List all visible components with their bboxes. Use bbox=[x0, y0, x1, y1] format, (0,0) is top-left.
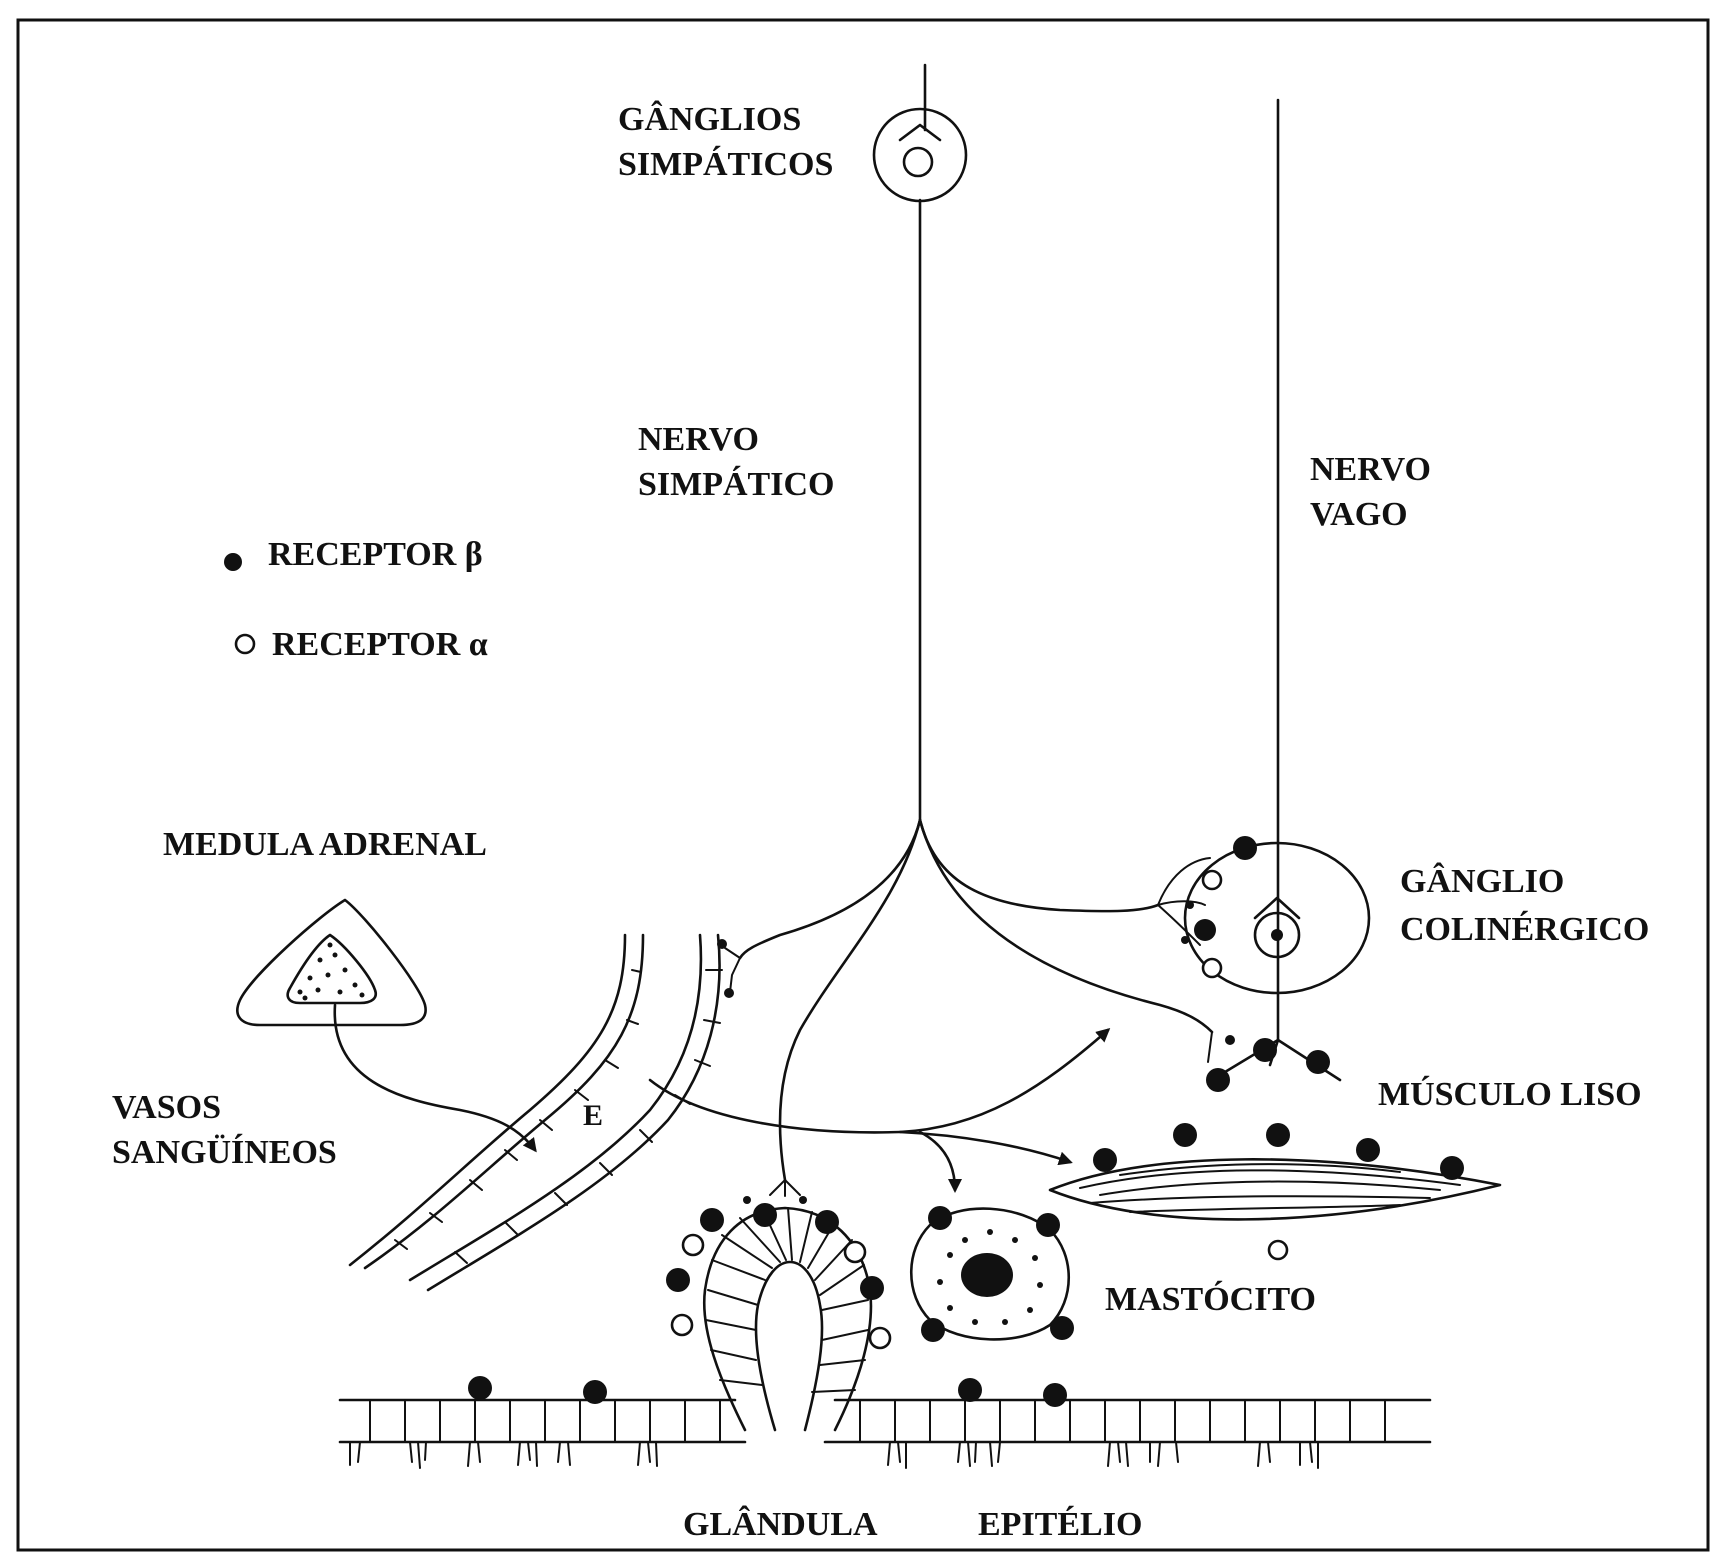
label-medula-adrenal: MEDULA ADRENAL bbox=[163, 826, 487, 863]
label-receptor-beta: RECEPTOR β bbox=[268, 536, 483, 573]
receptor-alpha-symbol bbox=[236, 635, 254, 653]
mast-cell bbox=[911, 1206, 1074, 1342]
cholinergic-ganglion bbox=[1158, 836, 1369, 993]
vagal-terminals bbox=[1206, 1032, 1340, 1092]
epithelium bbox=[340, 1376, 1430, 1468]
label-ganglios-line2: SIMPÁTICOS bbox=[618, 146, 833, 183]
legend bbox=[224, 553, 254, 653]
label-nervo-vago-line2: VAGO bbox=[1310, 496, 1408, 533]
label-e-marker: E bbox=[583, 1099, 603, 1132]
label-receptor-alpha: RECEPTOR α bbox=[272, 626, 488, 663]
label-vasos-line2: SANGÜÍNEOS bbox=[112, 1134, 337, 1171]
label-nervo-simpatico-line2: SIMPÁTICO bbox=[638, 466, 834, 503]
sympathetic-ganglion bbox=[874, 65, 966, 201]
epinephrine-distribution-arrows bbox=[650, 1030, 1108, 1190]
label-vasos-line1: VASOS bbox=[112, 1089, 221, 1126]
label-ganglio-line1: GÂNGLIO bbox=[1400, 862, 1564, 900]
label-musculo-liso: MÚSCULO LISO bbox=[1378, 1075, 1642, 1113]
adrenal-granules bbox=[298, 943, 365, 1001]
label-ganglio-line2: COLINÉRGICO bbox=[1400, 911, 1649, 948]
label-ganglios-line1: GÂNGLIOS bbox=[618, 100, 801, 138]
label-nervo-vago-line1: NERVO bbox=[1310, 451, 1431, 488]
smooth-muscle-cell bbox=[1050, 1123, 1500, 1259]
diagram-frame bbox=[18, 20, 1708, 1550]
adrenal-medulla bbox=[237, 900, 425, 1025]
adrenal-output-arrow bbox=[335, 1005, 535, 1150]
receptor-beta-symbol bbox=[224, 553, 242, 571]
label-epitelio: EPITÉLIO bbox=[978, 1506, 1142, 1543]
gland bbox=[666, 1196, 890, 1430]
label-glandula: GLÂNDULA bbox=[683, 1505, 878, 1543]
blood-vessel-right bbox=[410, 935, 722, 1290]
sympathetic-branches bbox=[717, 820, 1212, 1196]
label-mastocito: MASTÓCITO bbox=[1105, 1280, 1316, 1318]
label-nervo-simpatico-line1: NERVO bbox=[638, 421, 759, 458]
